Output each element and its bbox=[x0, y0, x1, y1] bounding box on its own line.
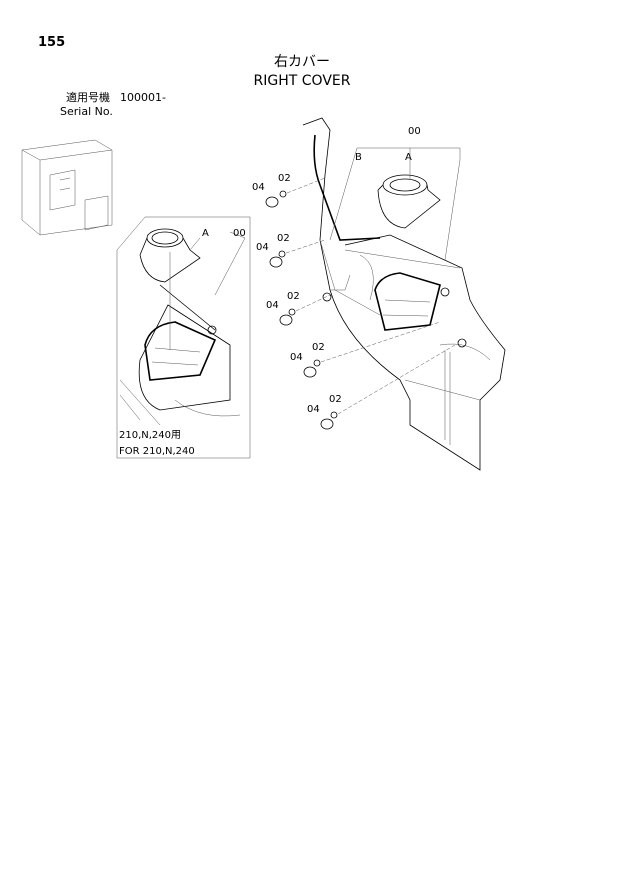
inset-caption-jp: 210,N,240用 bbox=[119, 430, 181, 441]
page-number: 155 bbox=[38, 35, 66, 50]
bolt-icon bbox=[278, 250, 286, 258]
page-title-en: RIGHT COVER bbox=[253, 73, 351, 89]
fastener-pair: 04 02 bbox=[252, 173, 326, 208]
callout-assembly: 00 bbox=[408, 126, 421, 137]
cap-callout: 04 bbox=[307, 404, 320, 415]
cap-icon bbox=[265, 196, 279, 208]
cap-icon bbox=[303, 366, 317, 378]
callout-b: B bbox=[355, 152, 362, 163]
cap-icon bbox=[320, 418, 334, 430]
bolt-icon bbox=[330, 411, 338, 419]
bolt-callout: 02 bbox=[277, 233, 290, 244]
fastener-pair: 04 02 bbox=[266, 291, 331, 326]
bolt-icon bbox=[279, 190, 287, 198]
leader-line bbox=[295, 294, 331, 312]
bolt-callout: 02 bbox=[287, 291, 300, 302]
fastener-pair: 04 02 bbox=[290, 321, 441, 378]
serial-value: 100001- bbox=[120, 91, 166, 104]
leader-line bbox=[320, 321, 441, 363]
cap-callout: 04 bbox=[290, 352, 303, 363]
inset-callout-assembly: 00 bbox=[233, 228, 246, 239]
fastener-pair: 04 02 bbox=[307, 344, 456, 430]
leader-line bbox=[285, 239, 326, 254]
bolt-callout: 02 bbox=[329, 394, 342, 405]
fastener-pair: 04 02 bbox=[256, 233, 326, 268]
bolt-callout: 02 bbox=[312, 342, 325, 353]
inset-callout-a: A bbox=[202, 228, 209, 239]
leader-line bbox=[337, 344, 456, 415]
cap-icon bbox=[269, 256, 283, 268]
serial-label-en: Serial No. bbox=[60, 105, 113, 118]
serial-label-jp: 適用号機 bbox=[66, 91, 110, 104]
leader-line bbox=[286, 177, 326, 194]
cap-icon bbox=[279, 314, 293, 326]
cap-callout: 04 bbox=[266, 300, 279, 311]
inset-caption-en: FOR 210,N,240 bbox=[119, 446, 195, 457]
cap-callout: 04 bbox=[256, 242, 269, 253]
page-title-jp: 右カバー bbox=[274, 54, 330, 70]
inset-detail: A 00 210,N,240用 FOR 210,N,240 bbox=[116, 216, 251, 459]
bolt-icon bbox=[313, 359, 321, 367]
bolt-callout: 02 bbox=[278, 173, 291, 184]
fastener-callouts: 04 02 04 02 04 02 04 02 04 02 bbox=[252, 173, 456, 430]
cap-callout: 04 bbox=[252, 182, 265, 193]
right-cover-assembly: 00 B A bbox=[302, 117, 506, 471]
callout-a: A bbox=[405, 152, 412, 163]
bolt-icon bbox=[288, 308, 296, 316]
machine-thumbnail bbox=[21, 139, 113, 236]
